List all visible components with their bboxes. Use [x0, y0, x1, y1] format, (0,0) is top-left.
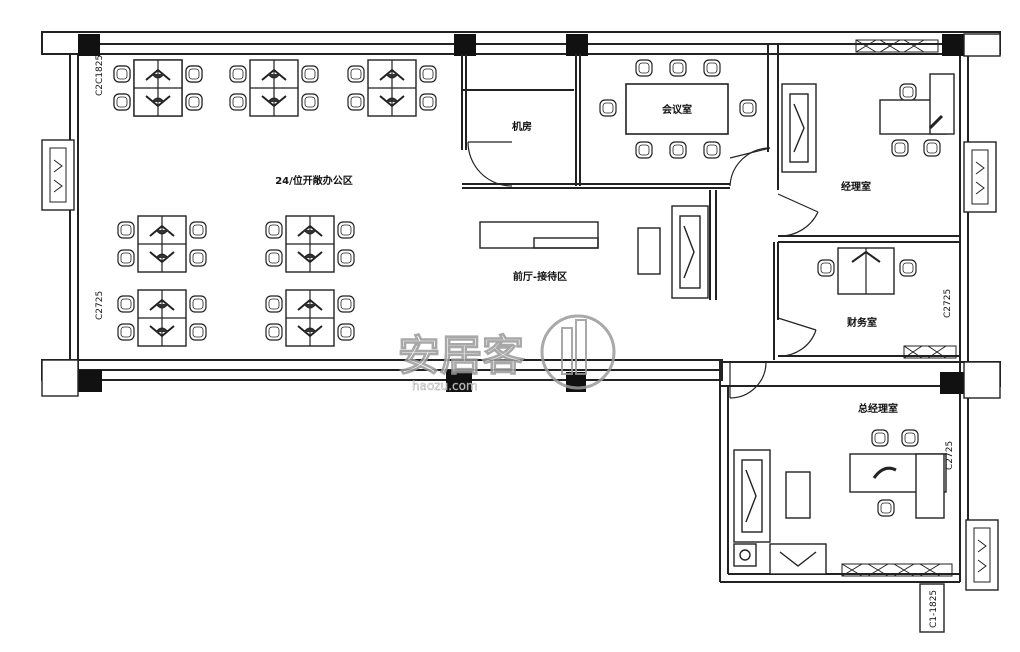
side-door: [919, 583, 945, 633]
desk-cluster: [118, 290, 206, 346]
window-bay-right-upper: [963, 141, 997, 213]
watermark: 安居客 haozu.com: [397, 314, 616, 393]
label-lobby: 前厅-接待区: [513, 270, 567, 283]
label-meeting-room: 会议室: [662, 103, 692, 116]
open-office-desks: [114, 60, 436, 346]
label-finance-room: 财务室: [846, 316, 877, 329]
desk-cluster: [266, 290, 354, 346]
sofas: [671, 83, 827, 575]
window-bay-right-lower: [965, 519, 999, 591]
desk-cluster: [114, 60, 202, 116]
dim-window-gm: C2725: [945, 441, 955, 470]
meeting-table: [599, 59, 757, 159]
manager-desk: [879, 73, 955, 157]
dim-window-left-lower: C2725: [95, 291, 105, 320]
desk-cluster: [266, 216, 354, 272]
doors: [467, 141, 819, 399]
watermark-url: haozu.com: [412, 379, 478, 393]
desk-cluster: [348, 60, 436, 116]
finance-desks: [817, 247, 917, 295]
label-open-office: 24/位开敞办公区: [275, 174, 353, 187]
window-bay-left: [41, 139, 75, 211]
desk-cluster: [118, 216, 206, 272]
dim-window-top-left: C2C1825: [95, 55, 105, 96]
label-gm-office: 总经理室: [858, 402, 898, 415]
columns: [78, 34, 966, 394]
dim-window-finance: C2725: [943, 289, 953, 318]
desk-cluster: [230, 60, 318, 116]
interior-walls: [461, 44, 960, 360]
watermark-logo-icon: [540, 314, 616, 390]
corner-details: [41, 33, 1001, 399]
dim-door-bottom-right: C1-1825: [929, 590, 939, 628]
window-sills: [841, 39, 957, 577]
reception-desk: [479, 221, 811, 519]
label-manager-office: 经理室: [841, 180, 871, 193]
label-machine-room: 机房: [512, 120, 532, 133]
watermark-text: 安居客: [398, 331, 524, 380]
gm-desk: [849, 429, 947, 519]
